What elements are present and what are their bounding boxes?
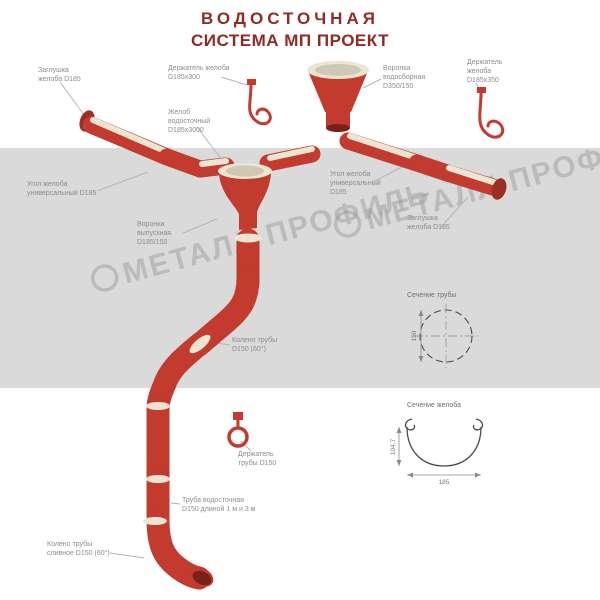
- label-gutter-end-cap-right: Заглушка желоба D185: [407, 215, 450, 232]
- leader-lines: [59, 76, 484, 559]
- downpipe-assembly: [143, 228, 262, 590]
- gutter-far-right: [438, 164, 505, 197]
- gutter-height-dim: 104,7: [390, 438, 397, 455]
- label-gutter-corner-left: Угол желоба универсальный D185: [27, 181, 97, 198]
- label-gutter-holder-left: Держатель желоба D185х300: [168, 65, 230, 82]
- gutter-left: [82, 116, 176, 166]
- pipe-section-title: Сечение трубы: [407, 292, 457, 299]
- outlet-funnel: [218, 163, 272, 230]
- page-title: ВОДОСТОЧНАЯ СИСТЕМА МП ПРОЕКТ: [140, 8, 440, 52]
- pipe-section-diagram: 150: [411, 304, 478, 368]
- gutter-middle: [259, 145, 321, 172]
- gutter-section-title: Сечение желоба: [407, 402, 462, 409]
- drain-elbow-opening: [192, 570, 212, 586]
- label-gutter-corner-right: Угол желоба универсальный D185: [330, 171, 381, 197]
- label-gutter-end-cap-left: Заглушка желоба D185: [38, 67, 81, 84]
- page-title-line2: СИСТЕМА МП ПРОЕКТ: [191, 31, 389, 51]
- page-title-line1: ВОДОСТОЧНАЯ: [201, 9, 379, 28]
- brand-logo-icon: [90, 264, 119, 292]
- label-outlet-funnel: Воронка выпускная D185/150: [137, 221, 172, 247]
- label-drain-elbow: Колено трубы сливное D150 (60°): [47, 541, 110, 558]
- label-pipe-holder: Держатель трубы D150: [238, 451, 277, 468]
- brand-logo-icon: [333, 210, 362, 238]
- gutter-assembly: [79, 110, 507, 200]
- gutter-hook-right: [477, 87, 505, 139]
- label-downpipe: Труба водосточная D150 длиной 1 м и 3 м: [182, 497, 256, 514]
- pipe-elbow-upper: [187, 266, 260, 357]
- label-collection-funnel: Воронка водосборная D350/150: [383, 65, 426, 91]
- gutter-hook-left: [247, 79, 272, 126]
- collection-funnel: [307, 61, 369, 132]
- label-pipe-elbow: Колено трубы D150 (60°): [232, 337, 278, 354]
- pipe-holder-part: [227, 412, 249, 448]
- label-gutter: Желоб водосточный D185х3000: [168, 109, 211, 135]
- gutter-end-cap-right: [491, 178, 507, 200]
- gutter-right: [339, 132, 426, 172]
- gutter-section-diagram: 185 104,7: [390, 418, 484, 486]
- pipe-diameter-dim: 150: [411, 330, 418, 341]
- gutter-width-dim: 185: [439, 479, 450, 486]
- label-gutter-holder-right: Держатель желоба D185х350: [467, 59, 503, 85]
